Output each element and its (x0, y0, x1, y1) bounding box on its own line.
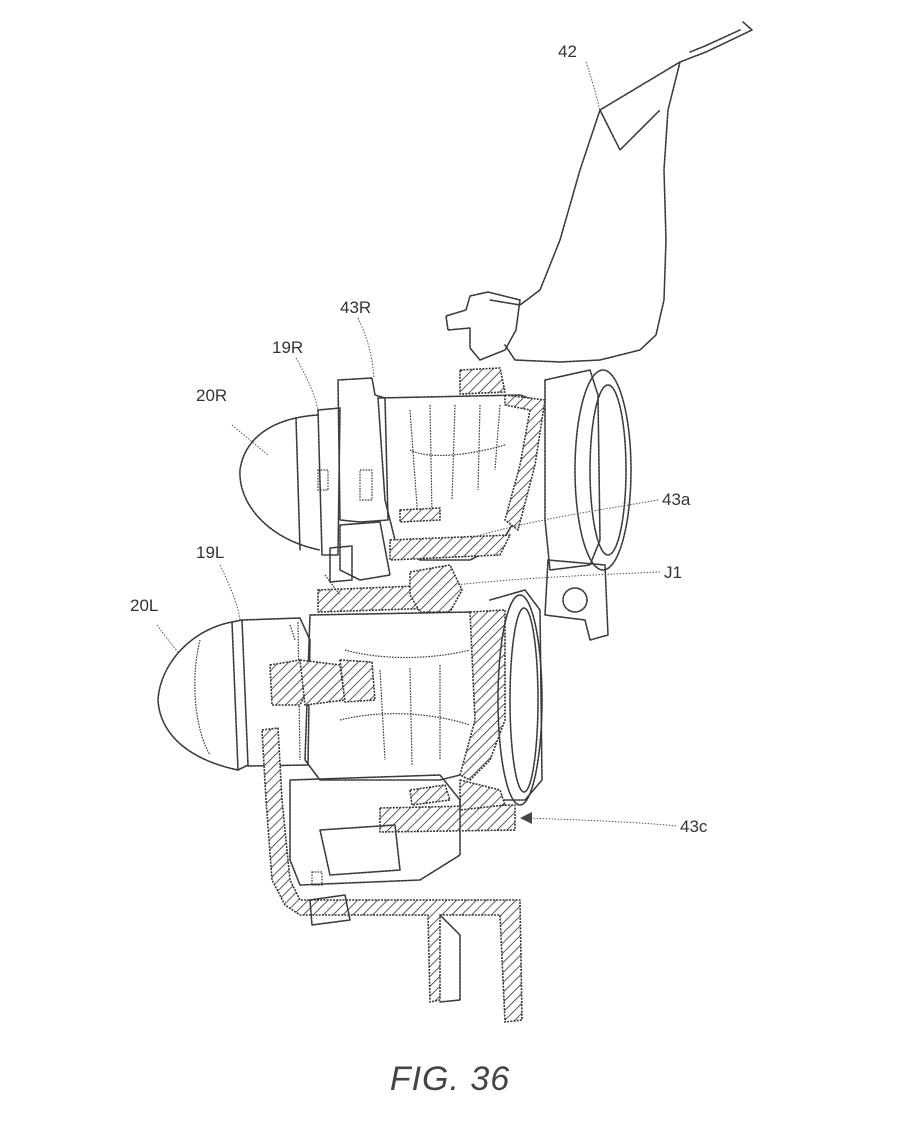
lens-20L (157, 621, 239, 771)
label-43c: 43c (680, 817, 708, 836)
figure-caption-container: FIG. 36 (0, 1060, 900, 1099)
joint-section (317, 507, 511, 613)
figure-caption: FIG. 36 (389, 1060, 511, 1098)
housing-19L (241, 617, 311, 767)
housing-43R (377, 367, 546, 561)
label-43a: 43a (662, 490, 691, 509)
label-19L: 19L (196, 543, 224, 562)
label-43R: 43R (340, 298, 371, 317)
reference-labels: 42 43R 19R 20R 43a J1 19L 20L 43c (130, 42, 708, 836)
cylinder-lower (489, 589, 543, 806)
label-J1: J1 (664, 563, 682, 582)
lamp-assembly-right (239, 377, 389, 556)
lens-20R (239, 414, 321, 551)
label-19R: 19R (272, 338, 303, 357)
leader-lines (156, 61, 677, 827)
arrowhead-43c (520, 812, 532, 824)
label-20L: 20L (130, 596, 158, 615)
housing-lower (269, 609, 506, 781)
label-42: 42 (558, 42, 577, 61)
bracket-42 (445, 21, 753, 363)
bracket-43c (261, 727, 523, 1023)
lamp-assembly-left (157, 617, 311, 771)
label-20R: 20R (196, 386, 227, 405)
housing-19R (337, 377, 389, 523)
cylinder-upper (544, 369, 632, 641)
